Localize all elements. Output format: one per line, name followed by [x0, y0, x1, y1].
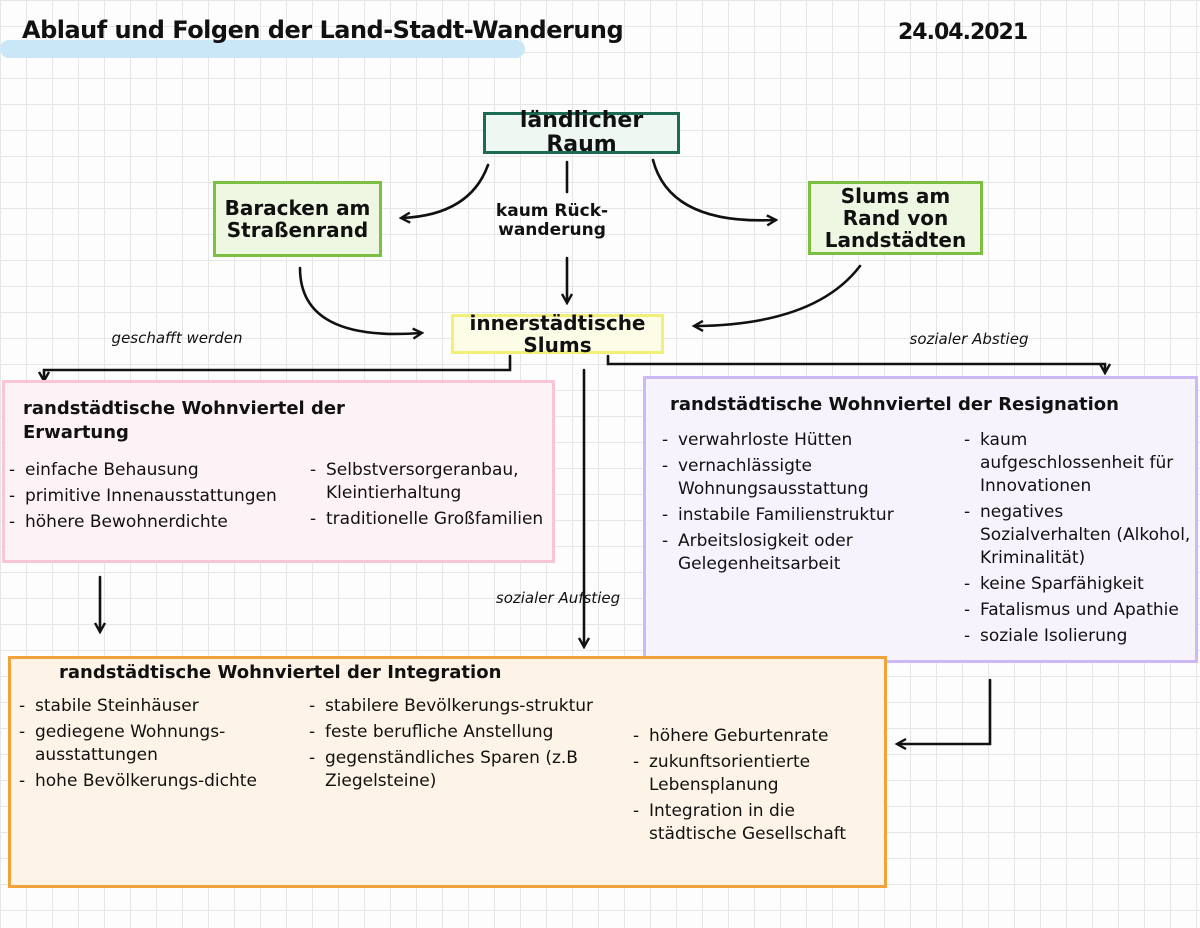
- arrow-resignation-to-integration: [898, 678, 992, 744]
- node-rural-area: ländlicher Raum: [483, 108, 680, 157]
- date: 24.04.2021: [898, 20, 1028, 45]
- list-item: vernachlässigte Wohnungsausstattung: [662, 455, 932, 501]
- arrow-rural-to-baracken: [402, 163, 490, 218]
- arrow-slumsrand-to-inner: [695, 264, 862, 326]
- list-item: zukunftsorientierte Lebensplanung: [633, 751, 877, 797]
- list-item: soziale Isolierung: [964, 625, 1192, 648]
- list-item: stabilere Bevölkerungs-struktur: [309, 695, 609, 718]
- list-item: keine Sparfähigkeit: [964, 573, 1192, 596]
- panel-integration-col2: stabilere Bevölkerungs-struktur feste be…: [309, 695, 609, 796]
- node-inner-slums: innerstädtische Slums: [451, 312, 664, 356]
- node-baracken: Baracken am Straßenrand: [213, 181, 382, 257]
- list-item: traditionelle Großfamilien: [310, 508, 550, 531]
- list-item: instabile Familienstruktur: [662, 504, 932, 527]
- title-highlight: [0, 40, 525, 58]
- panel-erwartung-title: randstädtische Wohnviertel der Erwartung: [23, 398, 345, 444]
- label-rueckwanderung: kaum Rück- wanderung: [495, 201, 609, 240]
- list-item: kaum aufgeschlossenheit für Innovationen: [964, 429, 1192, 498]
- arrow-inner-to-resignation: [606, 354, 1105, 372]
- list-item: höhere Geburtenrate: [633, 725, 877, 748]
- list-item: gegenständliches Sparen (z.B Ziegelstein…: [309, 747, 609, 793]
- list-item: Arbeitslosigkeit oder Gelegenheitsarbeit: [662, 530, 932, 576]
- panel-resignation-col2: kaum aufgeschlossenheit für Innovationen…: [964, 429, 1192, 650]
- list-item: Fatalismus und Apathie: [964, 599, 1192, 622]
- list-item: Integration in die städtische Gesellscha…: [633, 800, 877, 846]
- list-item: Selbstversorgeranbau, Kleintierhaltung: [310, 459, 550, 505]
- panel-integration-col3: höhere Geburtenrate zukunftsorientierte …: [633, 725, 877, 849]
- list-item: verwahrloste Hütten: [662, 429, 932, 452]
- list-item: primitive Innenausstattungen: [9, 485, 299, 508]
- label-sozialer-aufstieg: sozialer Aufstieg: [495, 589, 621, 607]
- list-item: höhere Bewohnerdichte: [9, 511, 299, 534]
- list-item: einfache Behausung: [9, 459, 299, 482]
- arrow-inner-to-erwartung: [44, 354, 512, 380]
- list-item: negatives Sozialverhalten (Alkohol, Krim…: [964, 501, 1192, 570]
- arrow-baracken-to-inner: [298, 266, 421, 334]
- list-item: stabile Steinhäuser: [19, 695, 279, 718]
- panel-integration-col1: stabile Steinhäuser gediegene Wohnungs-a…: [19, 695, 279, 796]
- panel-resignation: randstädtische Wohnviertel der Resignati…: [643, 376, 1198, 663]
- panel-resignation-col1: verwahrloste Hütten vernachlässigte Wohn…: [662, 429, 932, 579]
- panel-erwartung-col1: einfache Behausung primitive Innenaussta…: [9, 459, 299, 537]
- label-sozialer-abstieg: sozialer Abstieg: [909, 330, 1029, 348]
- label-geschafft: geschafft werden: [111, 329, 243, 347]
- arrow-rural-to-slumsrand: [651, 158, 775, 220]
- panel-integration-title: randstädtische Wohnviertel der Integrati…: [59, 662, 502, 683]
- panel-erwartung-col2: Selbstversorgeranbau, Kleintierhaltung t…: [310, 459, 550, 534]
- list-item: feste berufliche Anstellung: [309, 721, 609, 744]
- list-item: gediegene Wohnungs-ausstattungen: [19, 721, 279, 767]
- panel-resignation-title: randstädtische Wohnviertel der Resignati…: [670, 394, 1119, 415]
- page-title: Ablauf und Folgen der Land-Stadt-Wanderu…: [22, 16, 624, 44]
- list-item: hohe Bevölkerungs-dichte: [19, 770, 279, 793]
- panel-erwartung: randstädtische Wohnviertel der Erwartung…: [2, 380, 555, 563]
- panel-integration: randstädtische Wohnviertel der Integrati…: [8, 656, 887, 888]
- node-slums-rand: Slums am Rand von Landstädten: [808, 181, 983, 255]
